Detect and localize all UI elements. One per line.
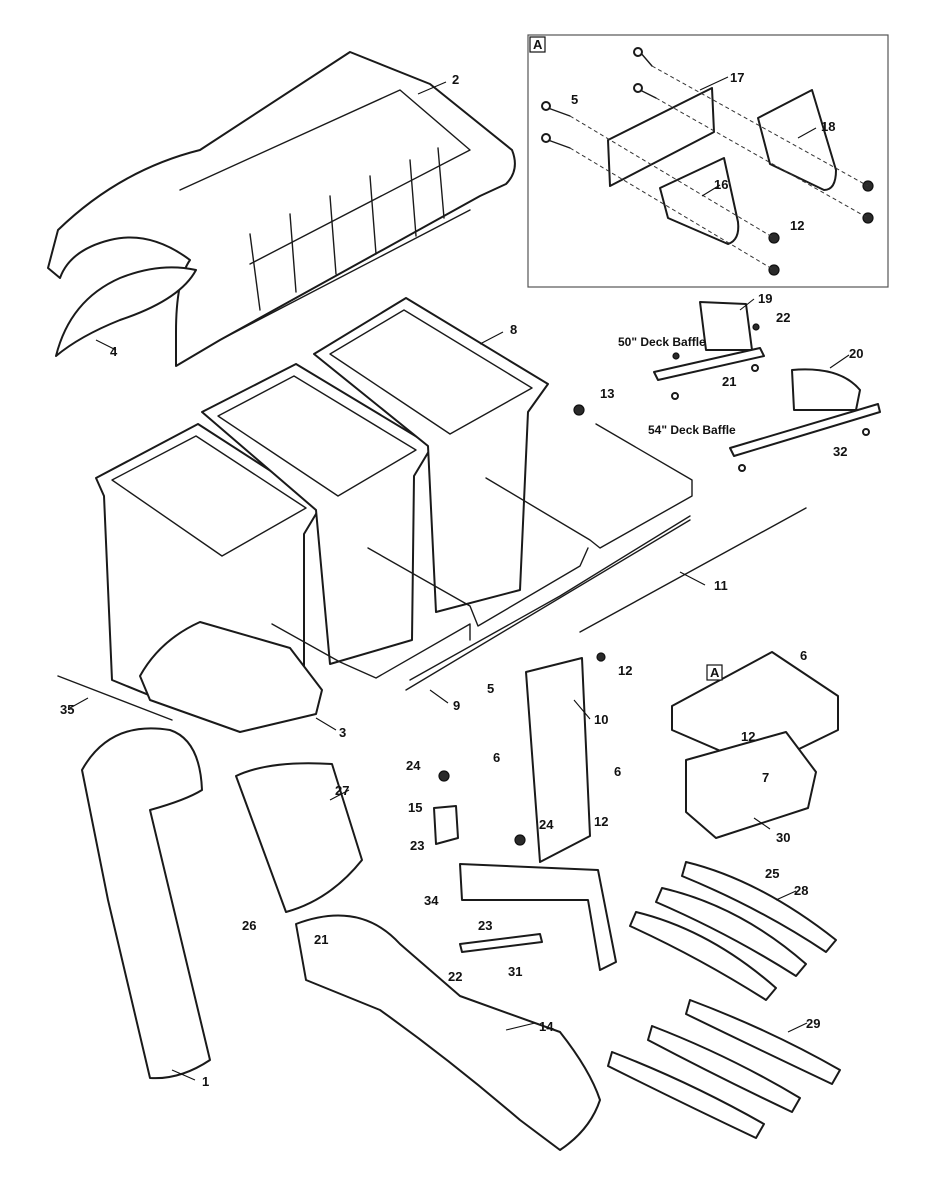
deck-baffle-50 — [653, 301, 765, 400]
callout-7: 7 — [762, 770, 769, 785]
callout-13: 13 — [600, 386, 614, 401]
callout-2: 2 — [452, 72, 459, 87]
latch — [433, 805, 459, 845]
discharge-tube — [81, 727, 211, 1080]
callout-11: 11 — [714, 578, 728, 593]
blades-28 — [629, 861, 837, 1001]
callout-25: 25 — [765, 866, 779, 881]
callout-12-hitch-bottom: 12 — [594, 814, 608, 829]
callout-30: 30 — [776, 830, 790, 845]
blades-29 — [607, 999, 841, 1139]
callout-5: 5 — [487, 681, 494, 696]
callout-31: 31 — [508, 964, 522, 979]
callout-12-frame: 12 — [741, 729, 755, 744]
nut-24b — [514, 834, 526, 846]
callout-23-latch: 23 — [410, 838, 424, 853]
callout-8: 8 — [510, 322, 517, 337]
callout-20: 20 — [849, 346, 863, 361]
callout-4: 4 — [110, 344, 118, 359]
callout-32: 32 — [833, 444, 847, 459]
hopper-base — [139, 621, 323, 733]
callout-29: 29 — [806, 1016, 820, 1031]
callout-24-bracket: 24 — [539, 817, 554, 832]
inset-a-tag: A — [533, 37, 543, 52]
callout-9: 9 — [453, 698, 460, 713]
chute-flap — [55, 266, 197, 357]
bolt-group — [541, 47, 657, 149]
callout-labels: 1 2 3 4 5 5 6 6 6 7 8 9 10 11 12 12 12 1… — [60, 70, 863, 1089]
callout-6-hitch: 6 — [493, 750, 500, 765]
callout-28: 28 — [794, 883, 808, 898]
nut-group — [768, 180, 874, 276]
deck-baffle-54 — [729, 368, 881, 472]
callout-27: 27 — [335, 783, 349, 798]
strap — [459, 933, 543, 953]
bag-rod — [57, 675, 173, 721]
callout-18: 18 — [821, 119, 835, 134]
mount-bracket-18 — [757, 89, 837, 191]
annotation-50-deck-baffle: 50" Deck Baffle — [618, 335, 706, 349]
callout-23-bracket: 23 — [478, 918, 492, 933]
callout-15: 15 — [408, 800, 422, 815]
callout-17: 17 — [730, 70, 744, 85]
callout-21-chute: 21 — [314, 932, 328, 947]
callout-5-inset: 5 — [571, 92, 578, 107]
mount-plate — [607, 87, 715, 187]
nut-24a — [438, 770, 450, 782]
chute-bracket — [459, 863, 617, 971]
upper-chute — [235, 762, 363, 913]
callout-22-chute: 22 — [448, 969, 462, 984]
callout-16: 16 — [714, 177, 728, 192]
callout-22-baffle: 22 — [776, 310, 790, 325]
nut-13 — [573, 404, 585, 416]
bagger-cover — [47, 51, 516, 367]
inset-a: A — [527, 34, 889, 288]
callout-34: 34 — [424, 893, 439, 908]
callout-12-hitch-top: 12 — [618, 663, 632, 678]
callout-12-inset: 12 — [790, 218, 804, 233]
callout-21-baffle: 21 — [722, 374, 736, 389]
callout-10: 10 — [594, 712, 608, 727]
hitch-plate — [525, 657, 591, 863]
leader-lines — [69, 76, 850, 1081]
callout-1: 1 — [202, 1074, 209, 1089]
callout-24-latch: 24 — [406, 758, 421, 773]
mount-bracket-16 — [659, 157, 740, 245]
frame-tag: A — [710, 665, 720, 680]
mount-frame: A — [671, 651, 839, 839]
nut-12 — [596, 652, 606, 662]
annotation-54-deck-baffle: 54" Deck Baffle — [648, 423, 736, 437]
callout-3: 3 — [339, 725, 346, 740]
callout-14: 14 — [539, 1019, 554, 1034]
callout-6-frame-top: 6 — [800, 648, 807, 663]
bag-frame — [271, 423, 693, 691]
callout-6-frame-left: 6 — [614, 764, 621, 779]
lower-chute — [295, 914, 601, 1151]
support-rod — [579, 507, 807, 633]
bag-middle — [201, 363, 433, 665]
callout-35: 35 — [60, 702, 74, 717]
callout-26: 26 — [242, 918, 256, 933]
callout-19: 19 — [758, 291, 772, 306]
